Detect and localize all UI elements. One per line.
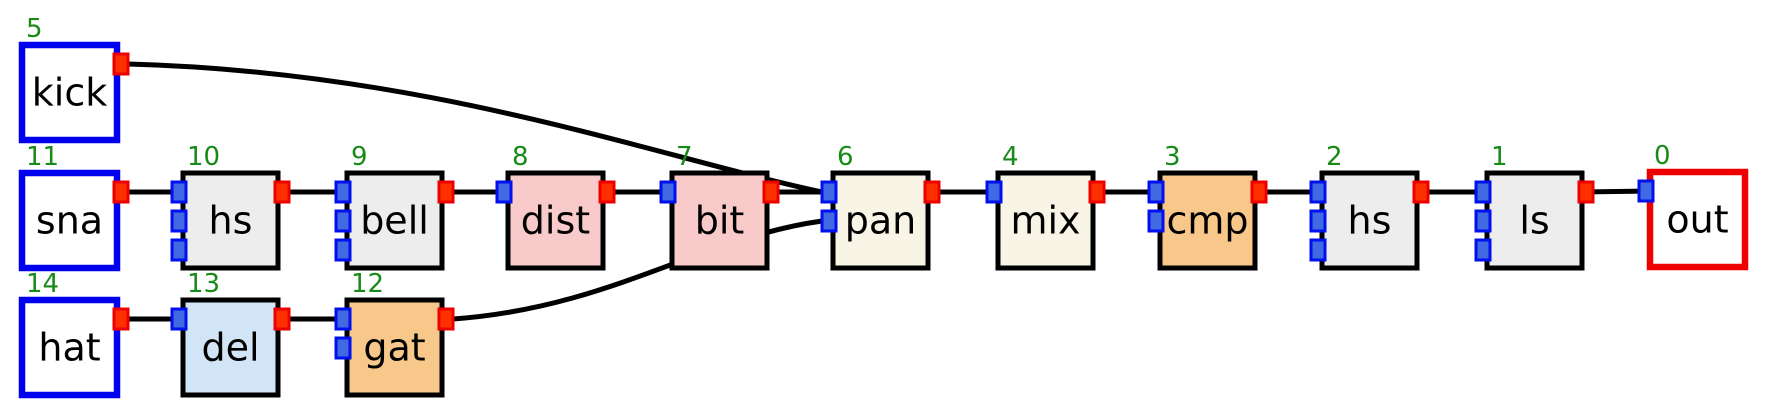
- node-id-number: 1: [1491, 142, 1508, 172]
- node-dist-8[interactable]: dist 8: [495, 142, 616, 271]
- node-bell-9[interactable]: bell 9: [334, 142, 455, 271]
- node-id-number: 3: [1164, 142, 1181, 172]
- node-hs-2[interactable]: hs2: [1309, 142, 1430, 271]
- input-port-0[interactable]: [170, 307, 188, 331]
- input-port-0[interactable]: [1309, 180, 1327, 204]
- node-label: hat: [38, 326, 100, 370]
- node-label: mix: [1010, 199, 1080, 243]
- input-port-1[interactable]: [1309, 209, 1327, 233]
- node-id-number: 0: [1654, 141, 1671, 171]
- input-port-1[interactable]: [1474, 209, 1492, 233]
- input-port-0[interactable]: [495, 180, 513, 204]
- node-gat-12[interactable]: gat 12: [334, 269, 455, 398]
- node-id-number: 4: [1002, 142, 1019, 172]
- node-label: del: [201, 326, 259, 370]
- node-kick-5[interactable]: kick 5: [18, 14, 130, 144]
- output-port[interactable]: [1250, 180, 1268, 204]
- node-body[interactable]: [669, 170, 770, 271]
- node-label: hs: [209, 199, 253, 243]
- nodes-layer: kick5sna11hat14hs10del13bell9gat12dist8b…: [18, 14, 1749, 399]
- input-port-1[interactable]: [1147, 209, 1165, 233]
- node-label: cmp: [1166, 199, 1248, 243]
- input-port-1[interactable]: [334, 209, 352, 233]
- node-id-number: 7: [676, 142, 693, 172]
- node-body[interactable]: [180, 297, 281, 398]
- node-id-number: 2: [1326, 142, 1343, 172]
- output-port[interactable]: [923, 180, 941, 204]
- input-port-1[interactable]: [820, 209, 838, 233]
- node-out-0[interactable]: out 0: [1637, 141, 1749, 271]
- node-sna-11[interactable]: sna 11: [18, 142, 130, 272]
- node-label: gat: [363, 326, 425, 370]
- node-hs-10[interactable]: hs 10: [170, 142, 291, 271]
- node-body[interactable]: [1319, 170, 1420, 271]
- input-port-0[interactable]: [1147, 180, 1165, 204]
- output-port[interactable]: [112, 52, 130, 76]
- node-id-number: 14: [26, 269, 59, 299]
- node-id-number: 11: [26, 142, 59, 172]
- node-body[interactable]: [505, 170, 606, 271]
- wire-gat12-to-pan6[interactable]: [452, 218, 823, 322]
- input-port-1[interactable]: [334, 336, 352, 360]
- output-port[interactable]: [112, 180, 130, 204]
- node-label: out: [1666, 198, 1728, 242]
- node-label: bell: [360, 199, 429, 243]
- node-id-number: 6: [837, 142, 854, 172]
- input-port-0[interactable]: [334, 180, 352, 204]
- input-port-0[interactable]: [1474, 180, 1492, 204]
- node-label: sna: [36, 199, 103, 243]
- output-port[interactable]: [1577, 180, 1595, 204]
- node-id-number: 5: [26, 14, 43, 44]
- input-port-0[interactable]: [985, 180, 1003, 204]
- input-port-1[interactable]: [170, 209, 188, 233]
- node-cmp-3[interactable]: cmp 3: [1147, 142, 1268, 271]
- node-del-13[interactable]: del 13: [170, 269, 291, 398]
- node-id-number: 10: [187, 142, 220, 172]
- output-port[interactable]: [273, 180, 291, 204]
- input-port-0[interactable]: [659, 180, 677, 204]
- output-port[interactable]: [598, 180, 616, 204]
- node-body[interactable]: [18, 41, 121, 144]
- node-label: kick: [32, 71, 107, 115]
- node-body[interactable]: [995, 170, 1096, 271]
- node-id-number: 8: [512, 142, 529, 172]
- input-port-2[interactable]: [1474, 238, 1492, 262]
- node-label: pan: [845, 199, 917, 243]
- input-port-2[interactable]: [170, 238, 188, 262]
- node-body[interactable]: [18, 296, 121, 399]
- input-port-0[interactable]: [334, 307, 352, 331]
- output-port[interactable]: [1088, 180, 1106, 204]
- output-port[interactable]: [437, 180, 455, 204]
- output-port[interactable]: [762, 180, 780, 204]
- node-id-number: 13: [187, 269, 220, 299]
- node-pan-6[interactable]: pan 6: [820, 142, 941, 271]
- node-label: dist: [521, 199, 590, 243]
- node-id-number: 12: [351, 269, 384, 299]
- node-label: hs: [1348, 199, 1392, 243]
- node-mix-4[interactable]: mix 4: [985, 142, 1106, 271]
- node-label: bit: [695, 199, 745, 243]
- node-body[interactable]: [1484, 170, 1585, 271]
- output-port[interactable]: [273, 307, 291, 331]
- input-port-2[interactable]: [1309, 238, 1327, 262]
- input-port-2[interactable]: [334, 238, 352, 262]
- node-id-number: 9: [351, 142, 368, 172]
- node-body[interactable]: [1646, 168, 1749, 271]
- input-port-0[interactable]: [820, 180, 838, 204]
- node-label: ls: [1519, 199, 1549, 243]
- input-port-0[interactable]: [1637, 179, 1655, 203]
- node-hat-14[interactable]: hat 14: [18, 269, 130, 399]
- output-port[interactable]: [1412, 180, 1430, 204]
- node-ls-1[interactable]: ls 1: [1474, 142, 1595, 271]
- node-body[interactable]: [18, 169, 121, 272]
- output-port[interactable]: [112, 307, 130, 331]
- output-port[interactable]: [437, 307, 455, 331]
- input-port-0[interactable]: [170, 180, 188, 204]
